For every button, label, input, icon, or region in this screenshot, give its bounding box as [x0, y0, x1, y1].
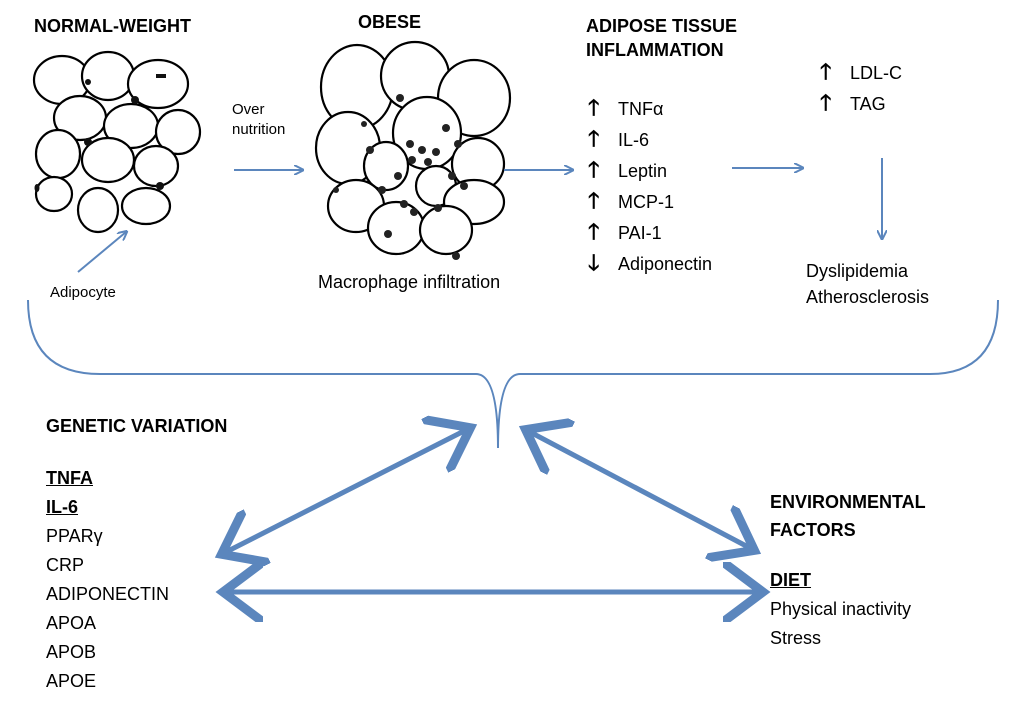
lipid-row: 🡑 TAG [820, 87, 902, 118]
inflammation-title-line1: ADIPOSE TISSUE [586, 16, 738, 36]
overnutrition-label-line1: Over [232, 101, 265, 118]
up-arrow-icon: 🡑 [588, 126, 600, 151]
up-arrow-icon: 🡑 [588, 95, 600, 120]
down-arrow-icon: 🡓 [588, 250, 600, 275]
gene-item: PPARγ [46, 526, 103, 546]
environment-item: DIET [770, 570, 812, 590]
genetic-brace-arrow [226, 430, 466, 552]
marker-name: TNFα [618, 99, 664, 119]
marker-row: 🡑 Leptin [588, 154, 712, 185]
marker-name: Leptin [618, 161, 668, 181]
inflammation-marker-list: 🡑 TNFα 🡑 IL-6 🡑 Leptin 🡑 MCP-1 🡑 PAI-1 🡓 Adipo… [588, 92, 712, 278]
marker-row: 🡑 IL-6 [588, 123, 712, 154]
gene-item: ADIPONECTIN [46, 584, 170, 604]
up-arrow-icon: 🡑 [588, 157, 600, 182]
gene-list: TNFA IL-6 PPARγ CRP ADIPONECTIN APOA APO… [46, 464, 169, 696]
gene-item: APOE [46, 671, 97, 691]
environment-brace-arrow [530, 432, 750, 548]
up-arrow-icon: 🡑 [588, 188, 600, 213]
inflammation-title: ADIPOSE TISSUE INFLAMMATION [586, 14, 737, 62]
normal-adipocyte-cluster [32, 50, 202, 234]
environmental-factors-title: ENVIRONMENTAL FACTORS [770, 488, 926, 544]
up-arrow-icon: 🡑 [588, 219, 600, 244]
marker-row: 🡑 TNFα [588, 92, 712, 123]
marker-row: 🡑 PAI-1 [588, 216, 712, 247]
lipid-name: LDL-C [850, 63, 903, 83]
environment-item: Physical inactivity [770, 599, 912, 619]
macrophage-label: Macrophage infiltration [318, 272, 501, 292]
outcome-atherosclerosis: Atherosclerosis [806, 287, 930, 307]
outcome-dyslipidemia: Dyslipidemia [806, 261, 909, 281]
outcome-list: Dyslipidemia Atherosclerosis [806, 258, 929, 310]
up-arrow-icon: 🡑 [820, 90, 832, 115]
summary-brace [27, 299, 999, 449]
obese-adipocyte-cluster [314, 40, 512, 260]
gene-item: TNFA [46, 468, 93, 488]
marker-name: IL-6 [618, 130, 650, 150]
lipid-marker-list: 🡑 LDL-C 🡑 TAG [820, 56, 902, 118]
genetic-variation-title: GENETIC VARIATION [46, 416, 228, 436]
marker-row: 🡓 Adiponectin [588, 247, 712, 278]
obese-title: OBESE [358, 12, 422, 32]
gene-item: IL-6 [46, 497, 79, 517]
lipid-row: 🡑 LDL-C [820, 56, 902, 87]
adipocyte-label: Adipocyte [50, 284, 116, 301]
marker-name: MCP-1 [618, 192, 675, 212]
gene-item: APOA [46, 613, 97, 633]
normal-weight-title: NORMAL-WEIGHT [34, 16, 191, 36]
overnutrition-label-line2: nutrition [232, 121, 286, 138]
marker-name: Adiponectin [618, 254, 713, 274]
marker-row: 🡑 MCP-1 [588, 185, 712, 216]
gene-item: APOB [46, 642, 97, 662]
environmental-title-line2: FACTORS [770, 520, 856, 540]
environment-item: Stress [770, 628, 822, 648]
gene-item: CRP [46, 555, 85, 575]
environmental-title-line1: ENVIRONMENTAL [770, 492, 926, 512]
marker-name: PAI-1 [618, 223, 662, 243]
adipocyte-pointer-arrow [77, 232, 126, 273]
overnutrition-label: Over nutrition [232, 100, 285, 140]
inflammation-title-line2: INFLAMMATION [586, 40, 724, 60]
lipid-name: TAG [850, 94, 886, 114]
environment-list: DIET Physical inactivity Stress [770, 566, 911, 653]
up-arrow-icon: 🡑 [820, 59, 832, 84]
